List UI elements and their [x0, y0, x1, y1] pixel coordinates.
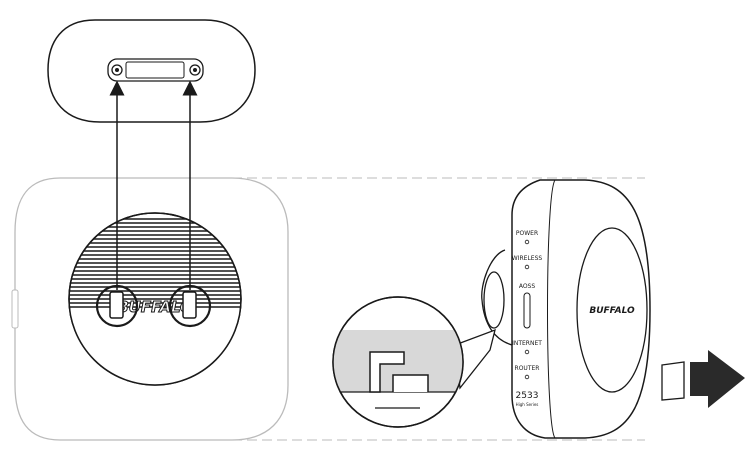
label-router: ROUTER: [515, 365, 540, 372]
model-sub: High Series: [516, 402, 539, 407]
guide-lines: [232, 177, 645, 441]
front-panel: [576, 227, 648, 393]
brand-logo-front: BUFFALO: [117, 298, 193, 316]
router-back-view: BUFFALO: [11, 177, 289, 441]
router-side-view: BUFFALO POWER WIRELESS AOSS INTERNET ROU…: [454, 179, 651, 439]
wall-mount-bracket: [47, 19, 256, 123]
model-number: 2533: [516, 391, 539, 401]
brand-logo-side: BUFFALO: [589, 306, 635, 316]
led-labels: POWER WIRELESS AOSS INTERNET ROUTER: [512, 230, 543, 380]
grille-disc: BUFFALO: [68, 212, 242, 386]
aoss-button: [523, 292, 531, 329]
detail-magnifier: [332, 296, 464, 428]
label-power: POWER: [516, 230, 538, 237]
direction-arrow-icon: [661, 350, 745, 408]
label-internet: INTERNET: [512, 340, 542, 347]
label-wireless: WIRELESS: [512, 255, 543, 262]
alignment-arrows: [109, 80, 198, 290]
label-aoss: AOSS: [519, 283, 536, 290]
